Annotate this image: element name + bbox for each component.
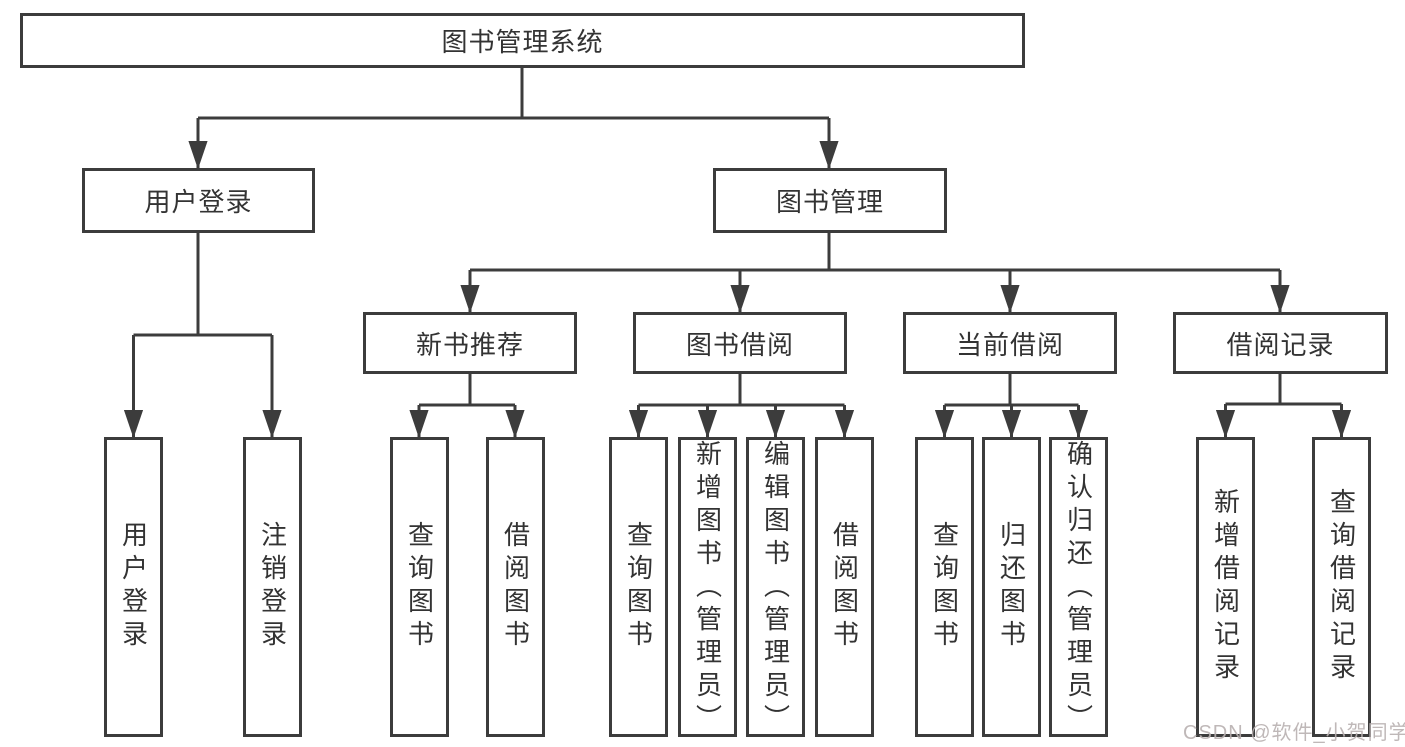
leaf-borrow-books-2: 借阅图书: [815, 437, 874, 737]
leaf-label: 用户登录: [118, 521, 149, 653]
leaf-label: 归还图书: [996, 521, 1027, 653]
leaf-label: 查询图书: [623, 521, 654, 653]
node-book-borrowing: 图书借阅: [633, 312, 847, 374]
leaf-label: 查询借阅记录: [1326, 488, 1357, 686]
connector-currentborrow-trunk: [944, 374, 1079, 407]
connector-root-trunk: [198, 68, 829, 120]
leaf-label: 查询图书: [404, 521, 435, 653]
connector-bookmgmt-trunk: [470, 233, 1280, 272]
node-current-borrowing: 当前借阅: [903, 312, 1117, 374]
node-library-system: 图书管理系统: [20, 13, 1025, 68]
leaf-borrow-books-1: 借阅图书: [486, 437, 545, 737]
leaf-user-login: 用户登录: [104, 437, 163, 737]
connector-newbooks-trunk: [419, 374, 515, 407]
leaf-query-borrow-record: 查询借阅记录: [1312, 437, 1371, 737]
leaf-confirm-return-admin: 确认归还（管理员）: [1049, 437, 1108, 737]
leaf-label: 新增借阅记录: [1210, 488, 1241, 686]
csdn-watermark: CSDN @软件_小贺同学: [1183, 722, 1405, 744]
leaf-label: 确认归还（管理员）: [1063, 440, 1094, 737]
leaf-edit-book-admin: 编辑图书（管理员）: [746, 437, 805, 737]
leaf-label: 借阅图书: [829, 521, 860, 653]
leaf-query-books-1: 查询图书: [390, 437, 449, 737]
connector-login-trunk: [133, 233, 272, 337]
leaf-logout: 注销登录: [243, 437, 302, 737]
leaf-label: 新增图书（管理员）: [692, 440, 723, 737]
leaf-return-book: 归还图书: [982, 437, 1041, 737]
leaf-query-books-2: 查询图书: [609, 437, 668, 737]
leaf-label: 注销登录: [257, 521, 288, 653]
node-borrowing-records: 借阅记录: [1173, 312, 1388, 374]
node-new-book-recommend: 新书推荐: [363, 312, 577, 374]
leaf-add-borrow-record: 新增借阅记录: [1196, 437, 1255, 737]
node-user-login: 用户登录: [82, 168, 315, 233]
leaf-label: 借阅图书: [500, 521, 531, 653]
connector-bookborrow-trunk: [638, 374, 845, 407]
connector-records-trunk: [1225, 374, 1342, 406]
leaf-query-books-3: 查询图书: [915, 437, 974, 737]
leaf-add-book-admin: 新增图书（管理员）: [678, 437, 737, 737]
node-book-management: 图书管理: [713, 168, 947, 233]
leaf-label: 查询图书: [929, 521, 960, 653]
leaf-label: 编辑图书（管理员）: [760, 440, 791, 737]
